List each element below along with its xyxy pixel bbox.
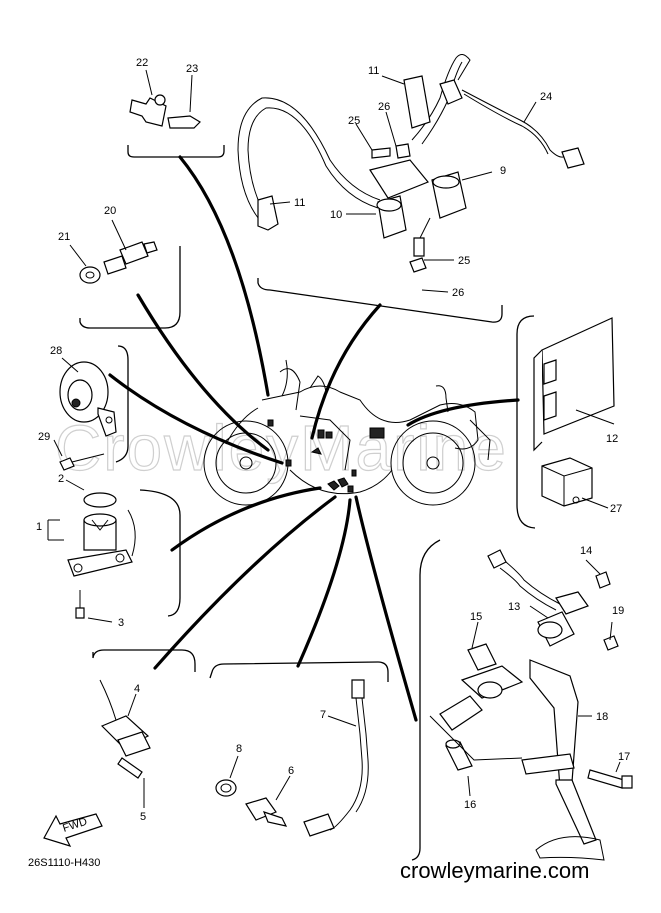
callout-26b: 26 bbox=[452, 287, 464, 299]
callout-16: 16 bbox=[464, 799, 476, 811]
callout-9: 9 bbox=[500, 165, 506, 177]
callout-24: 24 bbox=[540, 91, 552, 103]
callout-22: 22 bbox=[136, 57, 148, 69]
callout-3: 3 bbox=[118, 617, 124, 629]
callout-28: 28 bbox=[50, 345, 62, 357]
fwd-arrow-icon: FWD bbox=[43, 813, 103, 847]
drawing-code: 26S1110-H430 bbox=[28, 857, 100, 869]
callout-14: 14 bbox=[580, 545, 592, 557]
callout-12: 12 bbox=[606, 433, 618, 445]
callout-13: 13 bbox=[508, 601, 520, 613]
callout-21: 21 bbox=[58, 231, 70, 243]
thermo-unit-22-23 bbox=[129, 69, 201, 129]
site-credit: crowleymarine.com bbox=[400, 858, 590, 883]
callout-6: 6 bbox=[288, 765, 294, 777]
callout-25a: 25 bbox=[348, 115, 360, 127]
callout-26a: 26 bbox=[378, 101, 390, 113]
callout-1: 1 bbox=[36, 521, 42, 533]
assembly-13-19 bbox=[429, 549, 633, 861]
sensor-6-8 bbox=[215, 679, 369, 837]
callout-19: 19 bbox=[612, 605, 624, 617]
callout-15: 15 bbox=[470, 611, 482, 623]
callout-29: 29 bbox=[38, 431, 50, 443]
callout-11a: 11 bbox=[368, 65, 379, 77]
relay-27 bbox=[541, 457, 609, 509]
callout-7: 7 bbox=[320, 709, 326, 721]
callout-23: 23 bbox=[186, 63, 198, 75]
watermark: CrowleyMarine bbox=[55, 412, 508, 484]
callout-2: 2 bbox=[58, 473, 64, 485]
callout-numbers: 1 2 3 4 5 6 7 8 9 10 11 11 12 13 14 15 1… bbox=[36, 57, 630, 823]
callout-11b: 11 bbox=[294, 197, 305, 209]
motorcycle-outline bbox=[203, 359, 491, 506]
callout-5: 5 bbox=[140, 811, 146, 823]
callout-8: 8 bbox=[236, 743, 242, 755]
ignition-coils-9-10 bbox=[237, 54, 585, 293]
sensor-1-3 bbox=[47, 479, 136, 623]
callout-4: 4 bbox=[134, 683, 140, 695]
ecu-12 bbox=[533, 317, 615, 452]
callout-25b: 25 bbox=[458, 255, 470, 267]
callout-20: 20 bbox=[104, 205, 116, 217]
callout-10: 10 bbox=[330, 209, 342, 221]
callout-18: 18 bbox=[596, 711, 608, 723]
sensor-20-21 bbox=[69, 219, 158, 284]
horn-28 bbox=[53, 357, 117, 471]
callout-27: 27 bbox=[610, 503, 622, 515]
sensor-4-5 bbox=[99, 679, 151, 808]
callout-17: 17 bbox=[618, 751, 630, 763]
leader-lines bbox=[108, 155, 520, 722]
